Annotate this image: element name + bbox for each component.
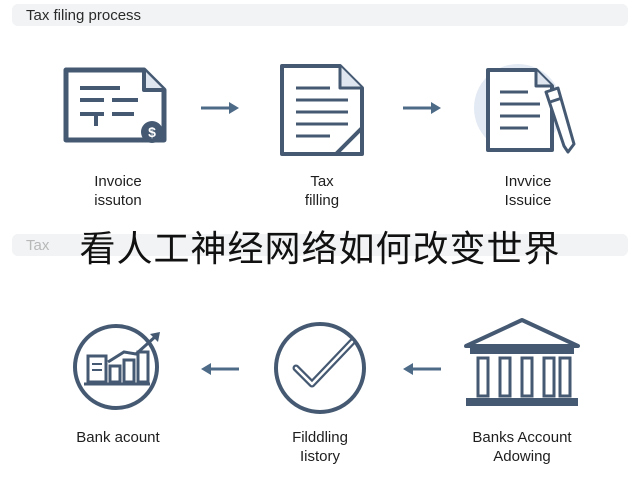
step-label: Bank acount <box>48 428 188 447</box>
checkmark-circle-icon <box>274 322 366 414</box>
step-label: Invoice issuton <box>58 172 178 210</box>
section-bar: Tax <box>12 234 628 256</box>
arrow-left-icon <box>201 363 239 375</box>
overlay-caption: 看人工神经网络如何改变世界 <box>79 229 561 270</box>
chart-growth-icon <box>73 324 160 410</box>
step-label-line2: filling <box>304 192 340 209</box>
step-label-line1: Filddling <box>292 429 348 446</box>
section-title: Tax <box>26 237 50 254</box>
svg-text:$: $ <box>148 124 156 140</box>
bank-building-icon <box>464 318 580 406</box>
header-bar: Tax filing process <box>12 4 628 26</box>
header-title: Tax filing process <box>26 7 142 24</box>
step-label-line1: Banks Account <box>472 429 572 446</box>
arrow-left-icon <box>403 363 441 375</box>
arrow-right-icon <box>201 102 239 114</box>
step-label-line1: Bank acount <box>76 429 160 446</box>
step-label: Invvice Issuice <box>468 172 588 210</box>
step-label: Tax filling <box>262 172 382 210</box>
step-label-line2: Iistory <box>299 448 340 465</box>
step-label: Banks Account Adowing <box>444 428 600 466</box>
step-label: Filddling Iistory <box>260 428 380 466</box>
arrow-right-icon <box>403 102 441 114</box>
step-label-line2: Adowing <box>493 448 551 465</box>
step-label-line1: Tax <box>310 173 334 190</box>
document-icon <box>280 64 364 156</box>
step-label-line1: Invvice <box>504 173 552 190</box>
document-pen-icon <box>474 64 576 154</box>
invoice-dollar-icon: $ <box>63 67 167 143</box>
step-label-line2: Issuice <box>504 192 552 209</box>
step-label-line1: Invoice <box>94 173 142 190</box>
step-label-line2: issuton <box>94 192 142 209</box>
